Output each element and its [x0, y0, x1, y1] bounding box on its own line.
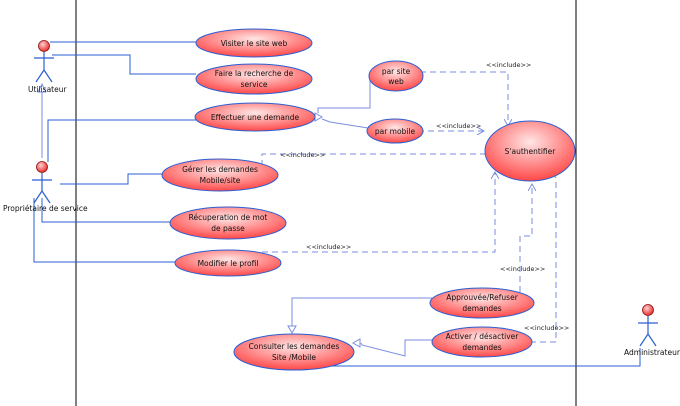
usecase-recherche-label-2: service: [241, 80, 268, 89]
usecase-recherche[interactable]: Faire la recherche de service: [195, 63, 313, 95]
usecase-activer-label-1: Activer / désactiver: [446, 332, 520, 341]
usecase-gerer-label-1: Gérer les demandes: [182, 165, 258, 174]
actor-administrateur-label: Administrateur: [624, 348, 680, 357]
include-label-mobile: <<include>>: [436, 122, 481, 130]
usecase-approuvee-label-2: demandes: [462, 304, 501, 313]
usecase-visiter[interactable]: Visiter le site web: [195, 28, 313, 58]
association-lines: [33, 41, 641, 367]
usecase-modifier[interactable]: Modifier le profil: [174, 249, 282, 277]
usecase-modifier-label: Modifier le profil: [198, 259, 259, 268]
usecase-visiter-label: Visiter le site web: [221, 39, 288, 48]
usecase-par-mobile-label: par mobile: [375, 127, 416, 136]
include-label-activer: <<include>>: [524, 324, 569, 332]
usecase-par-mobile[interactable]: par mobile: [366, 118, 424, 144]
actor-proprietaire-label: Propriétaire de service: [3, 204, 88, 213]
usecase-effectuer[interactable]: Effectuer une demande: [194, 102, 316, 132]
usecase-recherche-label-1: Faire la recherche de: [215, 69, 294, 78]
actor-utilisateur-label: Utilisateur: [28, 85, 67, 94]
usecase-gerer[interactable]: Gérer les demandes Mobile/site: [161, 158, 279, 192]
usecase-recuperation-label-2: de passe: [211, 224, 245, 233]
actor-proprietaire[interactable]: [32, 161, 52, 204]
include-label-approuvee: <<include>>: [500, 265, 545, 273]
usecase-par-site[interactable]: par site web: [368, 60, 424, 92]
usecase-activer-label-2: demandes: [462, 343, 501, 352]
actor-administrateur[interactable]: [638, 304, 658, 347]
usecase-recuperation[interactable]: Récuperation de mot de passe: [169, 206, 287, 240]
include-label-modifier: <<include>>: [306, 243, 351, 251]
generalization-lines: [37, 74, 432, 357]
usecase-authentifier[interactable]: S'authentifier: [484, 120, 576, 182]
usecase-recuperation-label-1: Récuperation de mot: [189, 213, 268, 222]
usecase-approuvee[interactable]: Approuvée/Refuser demandes: [429, 287, 535, 319]
usecase-gerer-label-2: Mobile/site: [200, 176, 241, 185]
include-label-site: <<include>>: [486, 61, 531, 69]
usecase-consulter-label-2: Site /Mobile: [272, 353, 316, 362]
usecase-activer[interactable]: Activer / désactiver demandes: [431, 326, 533, 358]
include-label-gerer: <<include>>: [280, 151, 325, 159]
usecase-consulter[interactable]: Consulter les demandes Site /Mobile: [233, 333, 355, 371]
usecase-authentifier-label: S'authentifier: [505, 147, 557, 156]
usecase-par-site-label-1: par site: [382, 67, 411, 76]
usecase-consulter-label-1: Consulter les demandes: [249, 342, 340, 351]
usecase-effectuer-label: Effectuer une demande: [211, 113, 300, 122]
usecase-approuvee-label-1: Approuvée/Refuser: [446, 293, 519, 302]
actor-utilisateur[interactable]: [34, 40, 54, 83]
usecase-par-site-label-2: web: [388, 77, 404, 86]
